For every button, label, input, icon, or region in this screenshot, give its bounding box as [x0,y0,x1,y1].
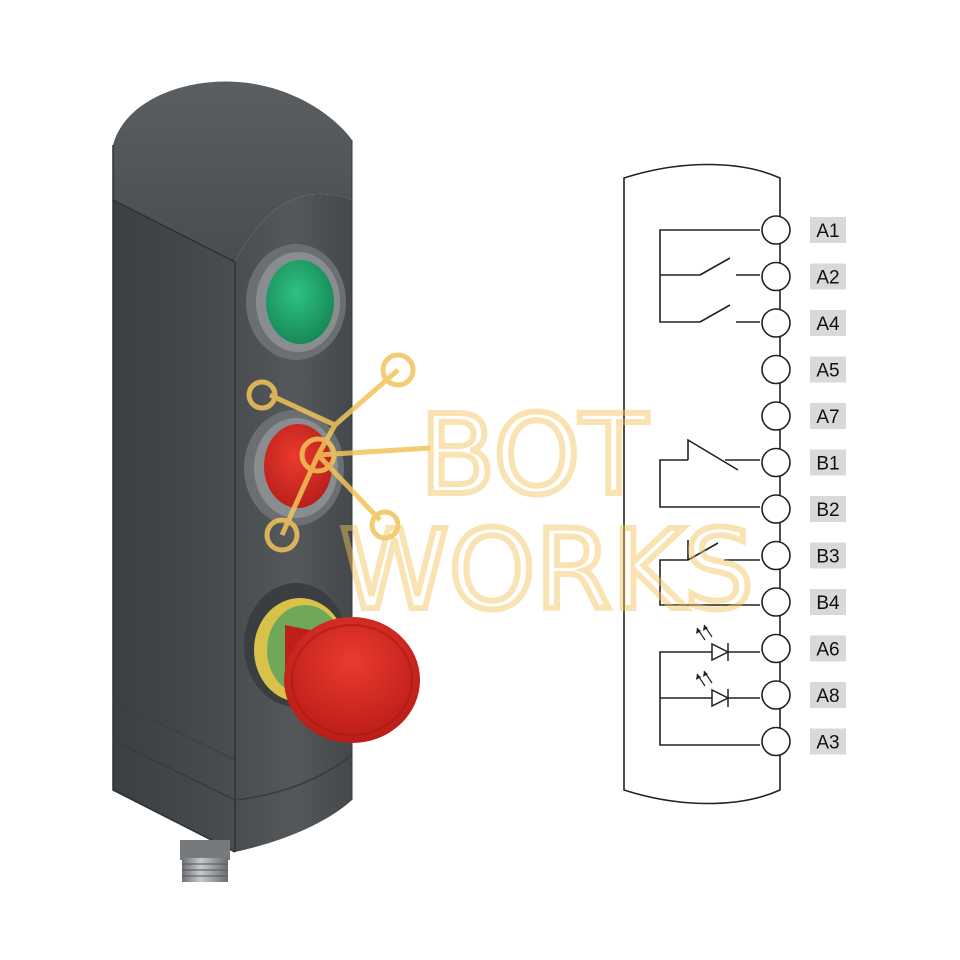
terminal-label: B4 [816,593,840,614]
terminal-circle [761,726,791,757]
terminal-a3: A3 [761,726,846,757]
terminal-b4: B4 [761,587,846,617]
emergency-stop-button[interactable] [244,583,420,743]
no-contacts-circuit [659,229,760,323]
terminal-label-bg [810,263,846,290]
terminal-a5: A5 [761,354,846,385]
no-contact-b3-b4 [659,540,760,606]
terminal-circle [761,308,791,338]
terminal-circle [761,354,791,385]
terminal-label: A5 [816,361,839,382]
watermark-line-1: BOT [420,391,648,519]
terminal-label: A7 [816,407,839,428]
terminal-label-bg [810,589,846,615]
terminal-label-bg [810,403,846,429]
terminal-label: A3 [816,733,839,754]
terminal-label-bg [810,542,846,569]
terminal-label-bg [810,635,846,662]
terminal-a2: A2 [761,261,846,292]
enclosure-top-cap [113,81,352,262]
terminal-label: A4 [816,314,840,335]
terminal-label-bg [810,728,846,755]
terminal-label-bg [810,496,846,522]
terminal-a1: A1 [761,215,846,245]
terminal-label: B3 [816,547,839,568]
led-icon [696,670,730,708]
led-circuit [659,651,760,746]
led-icon [696,624,730,662]
terminal-circle [761,447,791,478]
terminal-b1: B1 [761,447,846,478]
terminal-label-bg [810,217,846,243]
terminal-label: A1 [816,221,839,242]
terminal-b3: B3 [761,540,846,571]
terminal-circle [761,587,791,617]
watermark-line-2: WORKS [340,506,754,634]
terminal-label-bg [810,310,846,336]
terminal-label-bg [810,356,846,383]
terminal-a4: A4 [761,308,846,338]
terminal-label: A6 [816,640,839,661]
terminal-a7: A7 [761,401,846,431]
terminal-circle [761,494,791,524]
terminal-label: A8 [816,686,839,707]
m12-connector [180,840,230,882]
terminal-a6: A6 [761,633,846,664]
diagram-enclosure-outline [623,163,781,805]
terminal-label-bg [810,682,846,708]
terminal-label: A2 [816,268,839,289]
terminal-circle [761,215,791,245]
terminal-circle [761,261,791,292]
terminal-a8: A8 [761,680,846,710]
terminal-circle [761,633,791,664]
terminal-circle [761,401,791,431]
nc-contact-b1-b2 [659,438,760,508]
terminal-circle [761,680,791,710]
terminal-label: B1 [816,454,839,475]
enclosure-side-face [113,145,235,852]
terminal-label-bg [810,449,846,476]
terminal-b2: B2 [761,494,846,524]
terminal-circle [761,540,791,571]
green-pushbutton[interactable] [246,244,346,360]
botworks-watermark: BOT WORKS [246,352,757,637]
terminal-label: B2 [816,500,839,521]
